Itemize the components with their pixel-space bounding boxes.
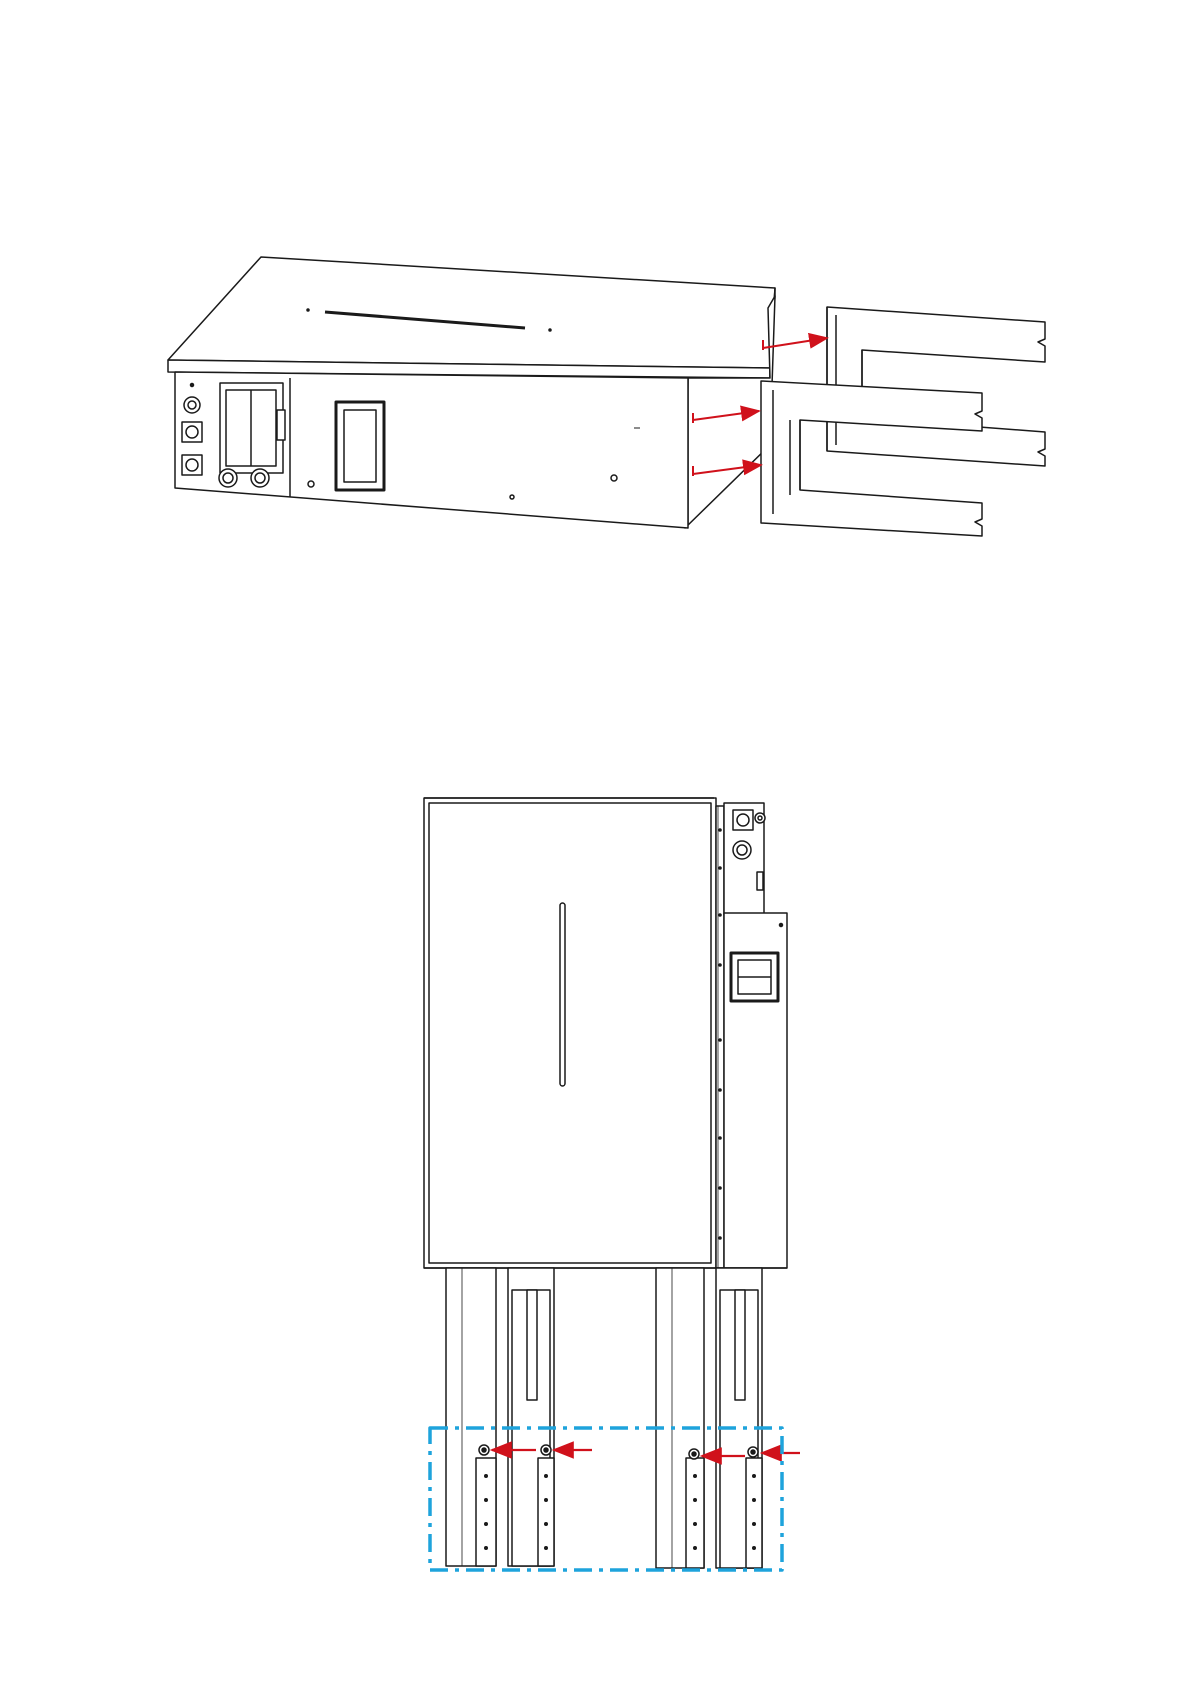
figure-battery-vertical xyxy=(424,798,800,1570)
leg-left-outer xyxy=(446,1268,496,1566)
leg-left-inner xyxy=(508,1268,554,1566)
figure-battery-horizontal xyxy=(168,257,1045,536)
support-legs xyxy=(446,1268,762,1568)
side-panel xyxy=(724,913,787,1268)
battery-module-icon xyxy=(424,798,787,1268)
battery-module-icon xyxy=(168,257,775,528)
handle-icon xyxy=(336,402,384,490)
connector-panel xyxy=(724,803,765,915)
leg-right-outer xyxy=(656,1268,704,1568)
connector-panel xyxy=(182,383,285,487)
handle-icon xyxy=(731,953,778,1001)
